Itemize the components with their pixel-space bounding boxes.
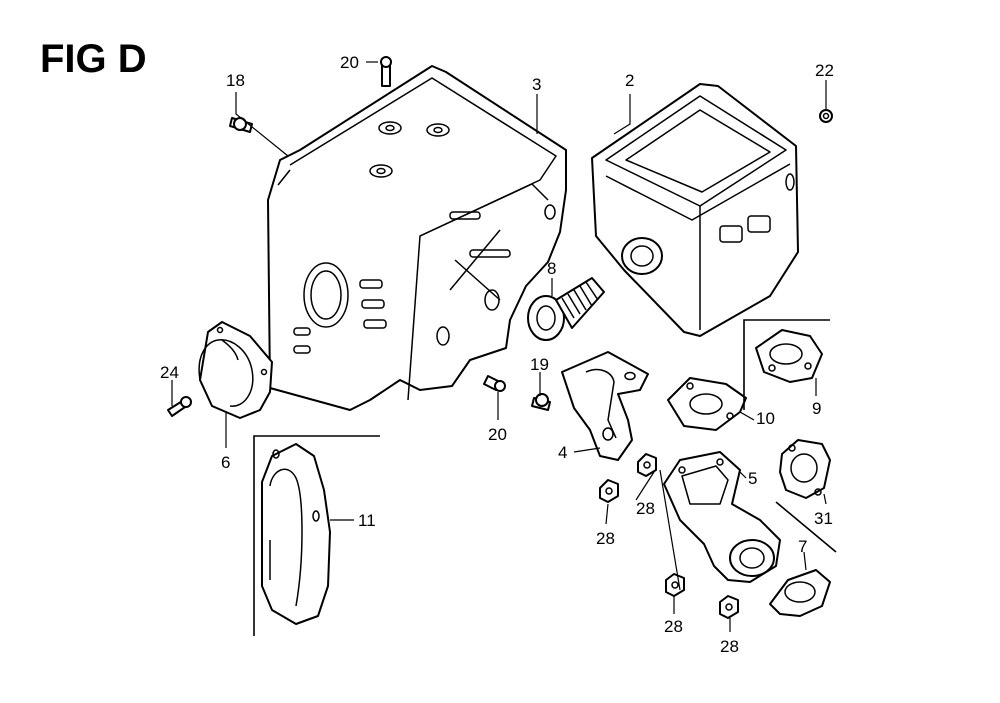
callout-24: 24 (160, 363, 179, 382)
part-28-nut-d (719, 595, 739, 619)
callout-6: 6 (221, 453, 230, 472)
callout-22: 22 (815, 61, 834, 80)
callout-20-top: 20 (340, 53, 359, 72)
figure-title: FIG D (40, 37, 147, 81)
callout-28-d: 28 (720, 637, 739, 656)
part-10-gasket (667, 377, 747, 431)
callout-3: 3 (532, 75, 541, 94)
part-28-nut-a (637, 453, 657, 477)
part-28-nut-b (599, 479, 619, 503)
callout-28-b: 28 (596, 529, 615, 548)
part-7-gasket (769, 569, 831, 617)
part-9-gasket (755, 329, 823, 383)
callout-31: 31 (814, 509, 833, 528)
part-2-muffler (591, 83, 799, 337)
part-19-bolt (531, 393, 551, 411)
part-11-exhaust-cover (261, 443, 331, 625)
callout-11: 11 (358, 511, 376, 530)
part-24-screw (167, 396, 192, 417)
callout-labels: 18 20 3 2 22 8 24 6 19 20 9 10 4 5 28 28… (160, 53, 834, 656)
part-20-screw-top (380, 56, 392, 87)
callout-20-lower: 20 (488, 425, 507, 444)
callout-8: 8 (547, 259, 556, 278)
part-4-bracket (561, 351, 649, 461)
part-20-screw-lower (483, 375, 506, 392)
leader-lines (171, 61, 827, 632)
part-6-exhaust-deflector (198, 321, 273, 419)
part-22-screw (819, 109, 833, 123)
part-5-exhaust-pipe (663, 451, 781, 583)
callout-2: 2 (625, 71, 634, 90)
callout-10: 10 (756, 409, 775, 428)
part-31-gasket (779, 439, 831, 499)
part-8-spark-arrester (527, 277, 605, 341)
callout-18: 18 (226, 71, 245, 90)
callout-19: 19 (530, 355, 549, 374)
inset-frame (743, 319, 837, 553)
callout-28-a: 28 (636, 499, 655, 518)
inset-frame-11 (253, 435, 380, 636)
part-3-muffler-protector (267, 65, 567, 411)
callout-5: 5 (748, 469, 757, 488)
callout-7: 7 (798, 537, 807, 556)
part-28-nut-c (665, 573, 685, 597)
callout-4: 4 (558, 443, 567, 462)
callout-9: 9 (812, 399, 821, 418)
callout-28-c: 28 (664, 617, 683, 636)
